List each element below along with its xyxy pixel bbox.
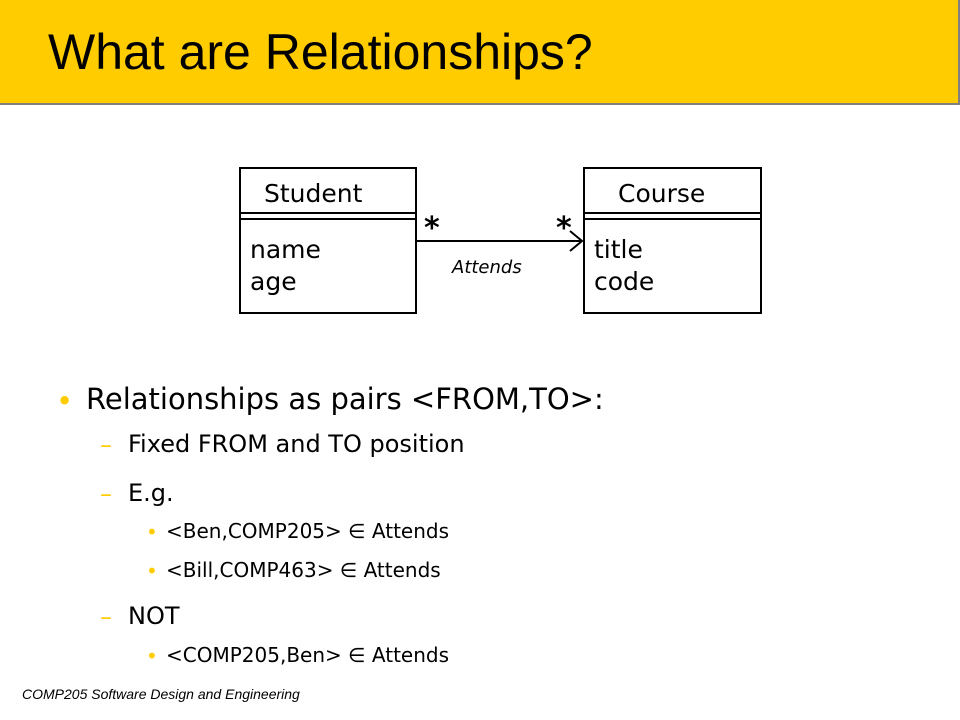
student-class-box: Student name age bbox=[239, 167, 417, 314]
bullet-fixed-position: Fixed FROM and TO position bbox=[128, 430, 465, 458]
sub-bullet-marker: • bbox=[146, 559, 158, 583]
sub-bullet-marker: • bbox=[146, 644, 158, 668]
title-bar: What are Relationships? bbox=[0, 0, 960, 105]
course-class-box: Course title code bbox=[583, 167, 762, 314]
bullet-eg: E.g. bbox=[128, 479, 174, 507]
association-arrowhead bbox=[569, 230, 584, 252]
bullet-marker: • bbox=[56, 384, 74, 418]
bullet-relationships-as-pairs: Relationships as pairs <FROM,TO>: bbox=[86, 382, 604, 416]
course-class-name: Course bbox=[618, 179, 705, 208]
association-label: Attends bbox=[451, 257, 522, 278]
bullet-comp205-ben: <COMP205,Ben> ∈ Attends bbox=[166, 643, 450, 667]
left-multiplicity: * bbox=[424, 211, 440, 246]
bullet-bill-comp463: <Bill,COMP463> ∈ Attends bbox=[166, 558, 441, 582]
course-box-outline bbox=[583, 167, 762, 314]
dash-marker: – bbox=[100, 431, 112, 459]
student-attr-age: age bbox=[250, 267, 297, 296]
course-attr-title: title bbox=[594, 235, 643, 264]
slide-footer: COMP205 Software Design and Engineering bbox=[22, 686, 300, 702]
right-multiplicity: * bbox=[556, 211, 572, 246]
bullet-ben-comp205: <Ben,COMP205> ∈ Attends bbox=[166, 519, 450, 543]
sub-bullet-marker: • bbox=[146, 520, 158, 544]
bullet-not: NOT bbox=[128, 602, 180, 630]
student-class-name: Student bbox=[264, 179, 363, 208]
student-attr-name: name bbox=[250, 235, 321, 264]
course-attr-code: code bbox=[594, 267, 654, 296]
slide-title: What are Relationships? bbox=[48, 24, 593, 80]
dash-marker: – bbox=[100, 480, 112, 508]
dash-marker: – bbox=[100, 603, 112, 631]
